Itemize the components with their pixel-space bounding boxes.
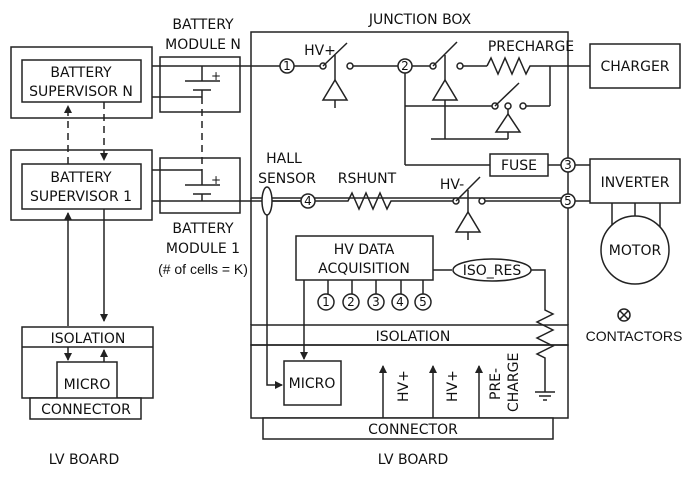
module-n-label-line2: MODULE N	[165, 37, 241, 53]
jb-isolation-label: ISOLATION	[376, 329, 451, 345]
hv-plus-label: HV+	[304, 43, 336, 59]
supervisor-1-line1: BATTERY	[50, 170, 112, 186]
rshunt-label: RSHUNT	[338, 171, 397, 187]
legend: CONTACTORS	[586, 308, 683, 344]
jb-micro-label: MICRO	[289, 376, 336, 392]
hv-data-line1: HV DATA	[334, 242, 395, 258]
hv-plus-contactor-icon	[322, 42, 348, 67]
left-lv-board-caption: LV BOARD	[49, 452, 120, 468]
hv-data-acquisition: HV DATA ACQUISITION 1 2 3 4 5 ISO_RES	[295, 235, 555, 401]
sense-node-1	[317, 293, 335, 311]
motor: MOTOR	[600, 215, 670, 285]
supervisor-daisy-chain	[64, 102, 108, 164]
svg-text:5: 5	[564, 194, 572, 208]
precharge-resistor	[486, 56, 640, 76]
battery-module-n: BATTERY MODULE N +	[152, 17, 281, 113]
precharge-contactor-icon	[494, 82, 520, 107]
precharge-label: PRECHARGE	[488, 39, 574, 55]
hv-minus-contactor-icon	[455, 176, 481, 202]
contactor-legend-icon	[617, 308, 631, 322]
iso-res-label: ISO_RES	[463, 263, 522, 279]
left-lv-board: ISOLATION MICRO CONNECTOR LV BOARD	[21, 326, 154, 468]
ground-icon	[535, 391, 555, 401]
svg-text:3: 3	[564, 158, 572, 172]
left-isolation-label: ISOLATION	[51, 331, 126, 347]
sense-node-3	[367, 293, 385, 311]
battery-supervisor-1: BATTERY SUPERVISOR 1	[10, 149, 153, 221]
signal-1-label: HV+	[396, 370, 412, 402]
sense-node-2	[342, 293, 360, 311]
inverter-label: INVERTER	[601, 175, 670, 191]
module-1-cell-count: (# of cells = K)	[158, 261, 248, 277]
charger-label: CHARGER	[600, 59, 669, 75]
module-n-polarity: +	[211, 69, 221, 83]
hv-minus-label: HV-	[440, 177, 464, 193]
hall-sensor	[261, 186, 273, 216]
svg-text:1: 1	[322, 295, 330, 309]
supervisor-n-line2: SUPERVISOR N	[29, 84, 133, 100]
left-micro-label: MICRO	[64, 377, 111, 393]
sense-node-4	[391, 293, 409, 311]
svg-text:2: 2	[347, 295, 355, 309]
jb-connector-label: CONNECTOR	[368, 422, 458, 438]
hv-plus-path: 1 HV+ 2 PRECHARGE	[279, 39, 640, 177]
svg-text:3: 3	[372, 295, 380, 309]
svg-text:1: 1	[283, 59, 291, 73]
module-1-polarity: +	[211, 173, 221, 187]
hv-data-line2: ACQUISITION	[318, 261, 410, 277]
legend-contactors-label: CONTACTORS	[586, 328, 683, 344]
module-1-label-line2: MODULE 1	[166, 241, 240, 257]
hall-sensor-label-line1: HALL	[266, 151, 302, 167]
inverter: INVERTER	[589, 158, 681, 230]
shunt-resistor	[315, 191, 455, 211]
module-n-label-line1: BATTERY	[172, 17, 234, 33]
hall-sensor-label-line2: SENSOR	[258, 171, 316, 187]
signal-3-label-line2: CHARGE	[506, 353, 522, 412]
battery-supervisor-n: BATTERY SUPERVISOR N	[10, 46, 153, 119]
hv-minus-path: HALL SENSOR 4 RSHUNT HV- 5	[258, 151, 590, 389]
junction-box-title: JUNCTION BOX	[368, 12, 472, 28]
jb-lv-board-caption: LV BOARD	[378, 452, 449, 468]
jb-lv-section: MICRO HV+ HV+ PRE- CHARGE	[283, 353, 522, 418]
hall-to-micro-arrow	[266, 215, 283, 389]
iso-resistor	[531, 269, 555, 392]
svg-text:5: 5	[419, 295, 427, 309]
signal-3-label-line1: PRE-	[488, 368, 504, 400]
supervisor-n-line1: BATTERY	[50, 65, 112, 81]
main-contactor-icon	[432, 41, 458, 67]
svg-text:2: 2	[401, 59, 409, 73]
left-connector-label: CONNECTOR	[41, 402, 131, 418]
motor-label: MOTOR	[609, 243, 662, 259]
module-1-label-line1: BATTERY	[172, 221, 234, 237]
fuse-label: FUSE	[501, 158, 537, 174]
svg-text:4: 4	[304, 194, 312, 208]
supervisor-1-line2: SUPERVISOR 1	[30, 189, 132, 205]
signal-2-label: HV+	[445, 370, 461, 402]
charger: CHARGER	[589, 43, 681, 89]
battery-module-1: + BATTERY MODULE 1 (# of cells = K)	[152, 157, 300, 277]
junction-box: JUNCTION BOX ISOLATION CONNECTOR LV BOAR…	[250, 12, 569, 468]
sense-node-5	[414, 293, 432, 311]
svg-text:4: 4	[396, 295, 404, 309]
